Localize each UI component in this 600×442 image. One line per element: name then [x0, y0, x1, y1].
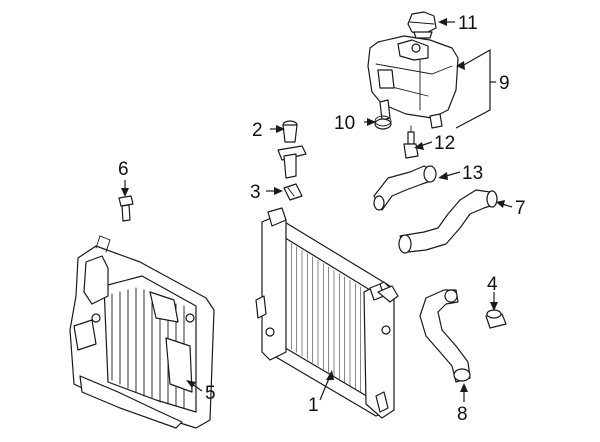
callout-7: 7: [515, 198, 526, 219]
callout-10: 10: [334, 113, 355, 134]
part-reservoir-cap: [407, 11, 437, 39]
callout-3: 3: [250, 182, 261, 203]
part-hose-upper: [398, 189, 498, 254]
part-radiator: [255, 207, 399, 419]
part-level-sensor: [403, 125, 419, 159]
part-hose-lower: [419, 289, 471, 383]
callout-4: 4: [487, 274, 498, 295]
callout-11: 11: [458, 13, 478, 34]
callout-2: 2: [252, 120, 263, 141]
part-bolt: [118, 195, 134, 222]
part-grommet: [374, 115, 392, 130]
callout-13: 13: [462, 163, 483, 184]
part-clip: [283, 183, 303, 201]
part-drain-plug: [485, 309, 507, 329]
callout-1: 1: [308, 395, 319, 416]
part-thermostat-housing: [277, 120, 307, 179]
part-hose-small: [373, 165, 437, 211]
part-radiator-support: [69, 235, 215, 429]
callout-12: 12: [434, 133, 455, 154]
callout-8: 8: [457, 404, 468, 425]
callout-9: 9: [499, 73, 510, 94]
callout-leaders: [121, 18, 513, 402]
callout-6: 6: [118, 159, 129, 180]
callout-5: 5: [205, 383, 216, 404]
part-coolant-reservoir: [367, 35, 459, 129]
